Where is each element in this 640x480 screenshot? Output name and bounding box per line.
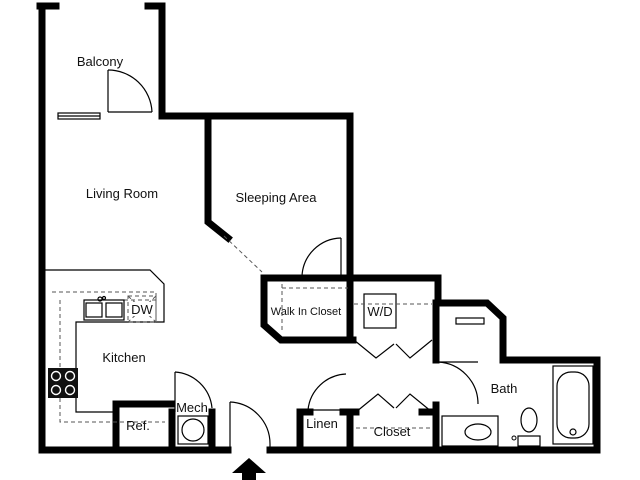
mech-door <box>174 371 213 412</box>
room-label-bath: Bath <box>491 381 518 396</box>
room-label-wd: W/D <box>367 304 392 319</box>
sleeping-left-wall <box>204 114 233 243</box>
linen-left-wall <box>296 408 314 454</box>
dw-label: DW <box>131 302 153 317</box>
bathtub <box>552 365 594 445</box>
entry-door <box>229 401 271 452</box>
bath-vanity <box>441 415 499 447</box>
kitchen-sink <box>83 295 125 321</box>
room-label-sleeping-area: Sleeping Area <box>236 190 318 205</box>
room-label-closet: Closet <box>374 424 411 439</box>
toilet <box>511 407 541 447</box>
room-label-living-room: Living Room <box>86 186 158 201</box>
ref-enclosure <box>112 400 176 454</box>
bath-door <box>437 361 479 405</box>
walls <box>36 2 601 454</box>
entry-arrow-icon <box>232 458 266 480</box>
balcony-sliding-door <box>57 112 101 120</box>
room-label-ref: Ref. <box>126 418 150 433</box>
right-perimeter-wall <box>266 112 601 454</box>
wd-bifold-doors <box>353 339 433 359</box>
walk-in-closet-wall <box>260 274 357 344</box>
room-label-linen: Linen <box>306 416 338 431</box>
room-label-balcony: Balcony <box>77 54 124 69</box>
walk-in-closet-door <box>281 237 348 330</box>
closet-bifold-doors <box>355 393 433 429</box>
linen-door <box>307 373 348 411</box>
balcony-swing-door <box>107 69 153 113</box>
left-and-bottom-wall <box>38 112 232 454</box>
room-label-mech: Mech <box>176 400 208 415</box>
room-label-walk-in-closet: Walk In Closet <box>271 306 342 318</box>
sleeping-opening <box>223 235 263 273</box>
washer-dryer <box>354 293 432 329</box>
dishwasher <box>127 295 157 323</box>
room-label-kitchen: Kitchen <box>102 350 145 365</box>
balcony-right-and-upper-wall <box>144 2 354 120</box>
stove <box>48 368 78 398</box>
dw-label-backdrop <box>130 302 154 316</box>
kitchen-counter <box>44 269 165 423</box>
water-heater <box>177 415 209 445</box>
bath-mirror <box>455 317 485 325</box>
